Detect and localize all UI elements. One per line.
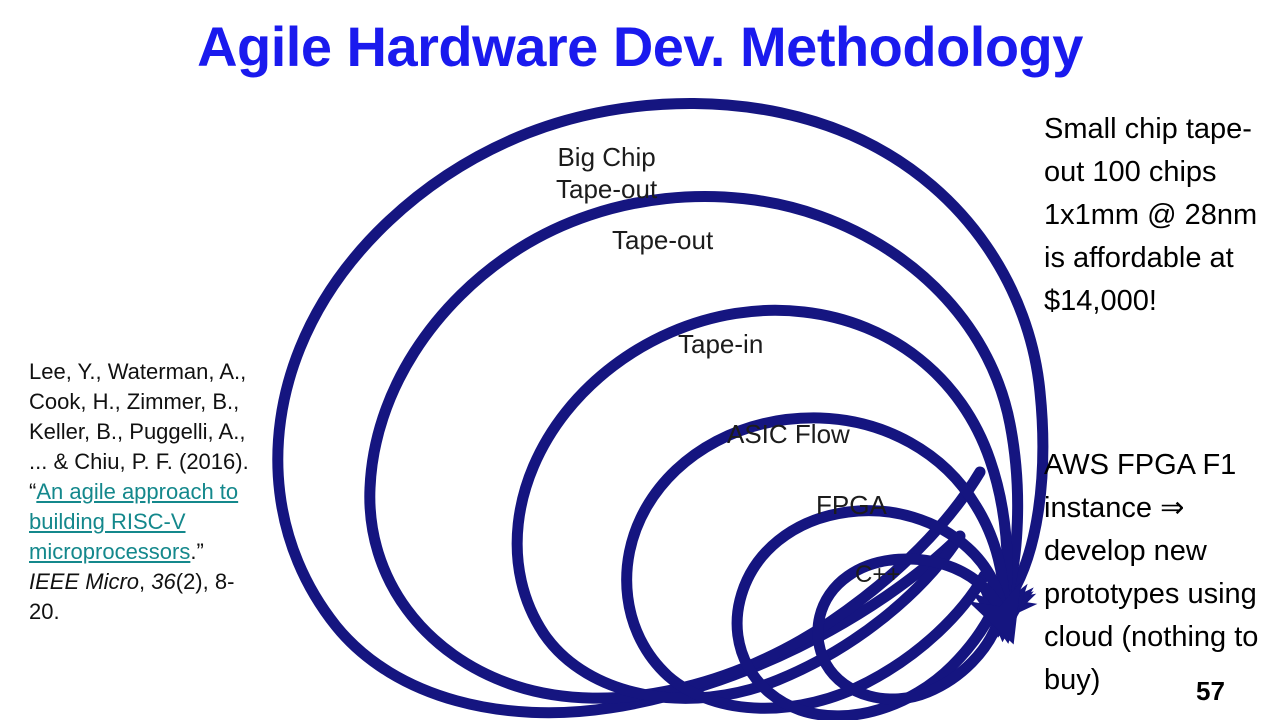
- citation-close-quote: .”: [190, 539, 204, 564]
- page-title: Agile Hardware Dev. Methodology: [197, 15, 1083, 78]
- page-number: 57: [1196, 676, 1225, 706]
- spiral-label-asic-flow: ASIC Flow: [727, 419, 850, 449]
- citation-volume-sep: ,: [139, 569, 152, 594]
- citation-volume: 36: [151, 569, 176, 594]
- spiral-label-tape-out: Tape-out: [612, 225, 714, 255]
- spiral-label-cpp: C++: [855, 561, 901, 588]
- spiral-loop-fpga: [731, 505, 1028, 720]
- citation-journal: IEEE Micro: [29, 569, 140, 594]
- spiral-label-big-chip-line1: Big Chip: [557, 142, 656, 172]
- spiral-label-tape-in: Tape-in: [678, 329, 764, 359]
- citation-authors-year: Lee, Y., Waterman, A., Cook, H., Zimmer,…: [29, 359, 249, 504]
- spiral-loop-tape-in: [511, 304, 1034, 704]
- right-note-aws-fpga: AWS FPGA F1 instance ⇒ develop new proto…: [1044, 449, 1259, 696]
- spiral-label-big-chip-line2: Tape-out: [556, 174, 658, 204]
- citation-issue-pages: (2), 8-20.: [29, 569, 235, 624]
- spiral-label-fpga: FPGA: [816, 490, 887, 520]
- spiral-loop-cpp: [812, 553, 1021, 705]
- spiral-loop-big-chip-tape-out: [272, 98, 1049, 719]
- right-note-small-chip-tapeout: Small chip tape-out 100 chips 1x1mm @ 28…: [1044, 113, 1258, 317]
- spiral-loop-tape-out: [364, 191, 1037, 704]
- citation-article-link[interactable]: An agile approach to building RISC-V mic…: [29, 479, 239, 564]
- citation-block: Lee, Y., Waterman, A., Cook, H., Zimmer,…: [29, 357, 257, 627]
- spiral-label-big-chip-tape-out: Big Chip Tape-out: [556, 141, 657, 205]
- spiral-loop-asic-flow: [621, 412, 1034, 714]
